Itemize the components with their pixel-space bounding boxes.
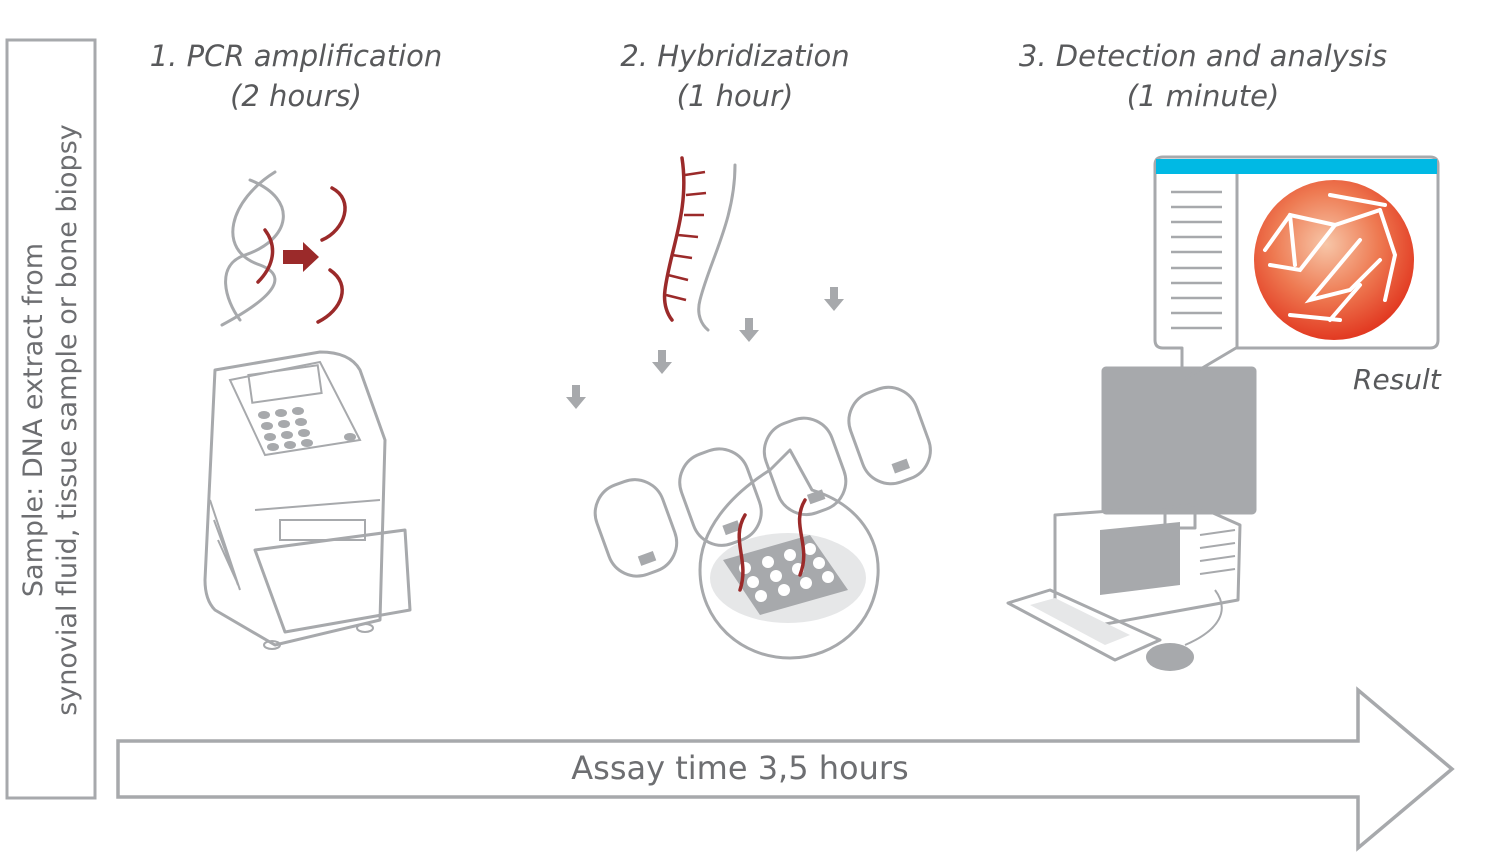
step2-duration: (1 hour)	[677, 79, 794, 113]
sample-box: Sample: DNA extract from synovial fluid,…	[5, 38, 97, 800]
dna-amplification-icon	[220, 170, 347, 327]
result-window: Result	[1153, 155, 1442, 396]
down-arrows-icon	[566, 287, 844, 409]
computer-icon	[1006, 366, 1257, 671]
step3-duration: (1 minute)	[1127, 79, 1280, 113]
arrow-right-icon	[283, 242, 319, 272]
assay-time-label: Assay time 3,5 hours	[571, 749, 908, 787]
window-titlebar	[1156, 159, 1437, 174]
hybridization-dna-icon	[662, 156, 737, 332]
bacteria-result-icon	[1254, 180, 1414, 340]
step1-duration: (2 hours)	[230, 79, 362, 113]
sample-label-line1: Sample: DNA extract from	[18, 243, 49, 597]
result-label: Result	[1353, 363, 1442, 396]
sample-label-line2: synovial fluid, tissue sample or bone bi…	[52, 124, 83, 716]
step3-title: 3. Detection and analysis	[1019, 39, 1387, 73]
result-text-lines	[1171, 190, 1222, 330]
step1-title: 1. PCR amplification	[150, 39, 443, 73]
step2-title: 2. Hybridization	[620, 39, 849, 73]
assay-time-arrow: Assay time 3,5 hours	[116, 686, 1455, 852]
microarray-tubes-icon	[566, 287, 932, 660]
pcr-thermocycler-icon	[203, 350, 412, 650]
